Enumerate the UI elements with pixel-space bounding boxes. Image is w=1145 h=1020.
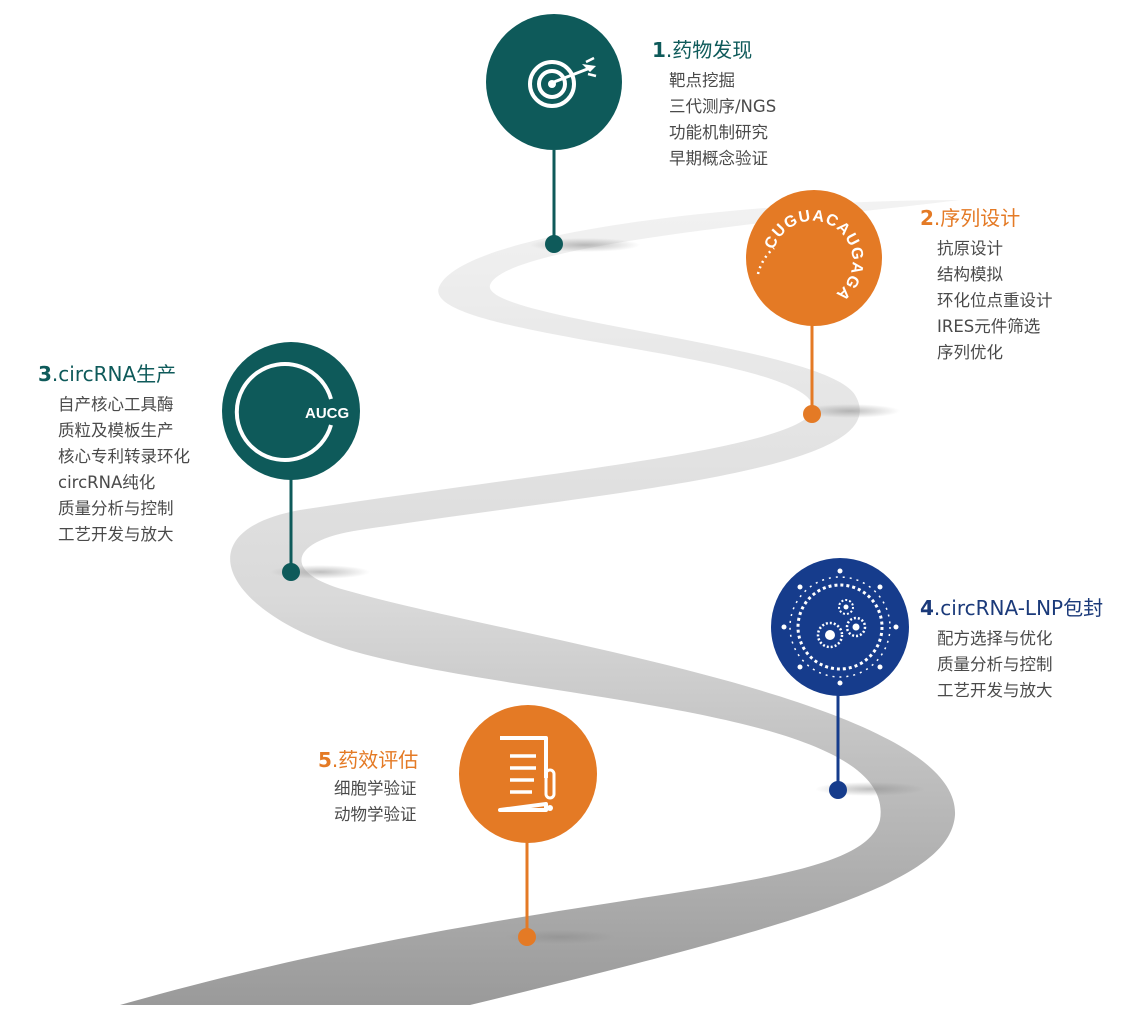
list-item: circRNA纯化 — [58, 473, 156, 492]
target-icon — [486, 14, 622, 150]
stage-2-title: 2.序列设计 — [920, 206, 1021, 230]
list-item: IRES元件筛选 — [937, 317, 1041, 336]
stage-4-items: 配方选择与优化 质量分析与控制 工艺开发与放大 — [937, 626, 1053, 704]
stage-1-title: 1.药物发现 — [652, 38, 753, 62]
circle-rna-icon: AUCG — [222, 342, 360, 480]
sequence-icon: CUGUACAUGAGA — [746, 190, 882, 326]
stage-5-items: 细胞学验证 动物学验证 — [334, 776, 417, 828]
list-item: 工艺开发与放大 — [58, 525, 174, 544]
list-item: 质量分析与控制 — [937, 655, 1053, 674]
list-item: 动物学验证 — [334, 805, 417, 824]
stage-3-title: 3.circRNA生产 — [38, 362, 177, 386]
stage-1-items: 靶点挖掘 三代测序/NGS 功能机制研究 早期概念验证 — [669, 68, 776, 172]
list-item: 配方选择与优化 — [937, 629, 1053, 648]
list-item: 核心专利转录环化 — [58, 447, 190, 466]
list-item: 自产核心工具酶 — [58, 395, 174, 414]
pin-shadow — [800, 404, 900, 418]
lnp-icon — [771, 558, 909, 696]
list-item: 工艺开发与放大 — [937, 681, 1053, 700]
list-item: 结构模拟 — [937, 265, 1003, 284]
document-alert-icon — [459, 705, 597, 843]
list-item: 功能机制研究 — [669, 123, 768, 142]
list-item: 环化位点重设计 — [937, 291, 1053, 310]
list-item: 细胞学验证 — [334, 779, 417, 798]
list-item: 早期概念验证 — [669, 149, 768, 168]
road-path — [120, 200, 960, 1005]
aucg-label: AUCG — [305, 405, 349, 422]
stage-2-items: 抗原设计 结构模拟 环化位点重设计 IRES元件筛选 序列优化 — [937, 236, 1053, 366]
list-item: 抗原设计 — [937, 239, 1003, 258]
list-item: 靶点挖掘 — [669, 71, 735, 90]
stage-4-title: 4.circRNA-LNP包封 — [920, 596, 1104, 620]
list-item: 质粒及模板生产 — [58, 421, 174, 440]
list-item: 三代测序/NGS — [669, 97, 777, 116]
stage-5-title: 5.药效评估 — [318, 748, 419, 772]
list-item: 序列优化 — [937, 343, 1003, 362]
stage-3-items: 自产核心工具酶 质粒及模板生产 核心专利转录环化 circRNA纯化 质量分析与… — [58, 392, 190, 548]
list-item: 质量分析与控制 — [58, 499, 174, 518]
